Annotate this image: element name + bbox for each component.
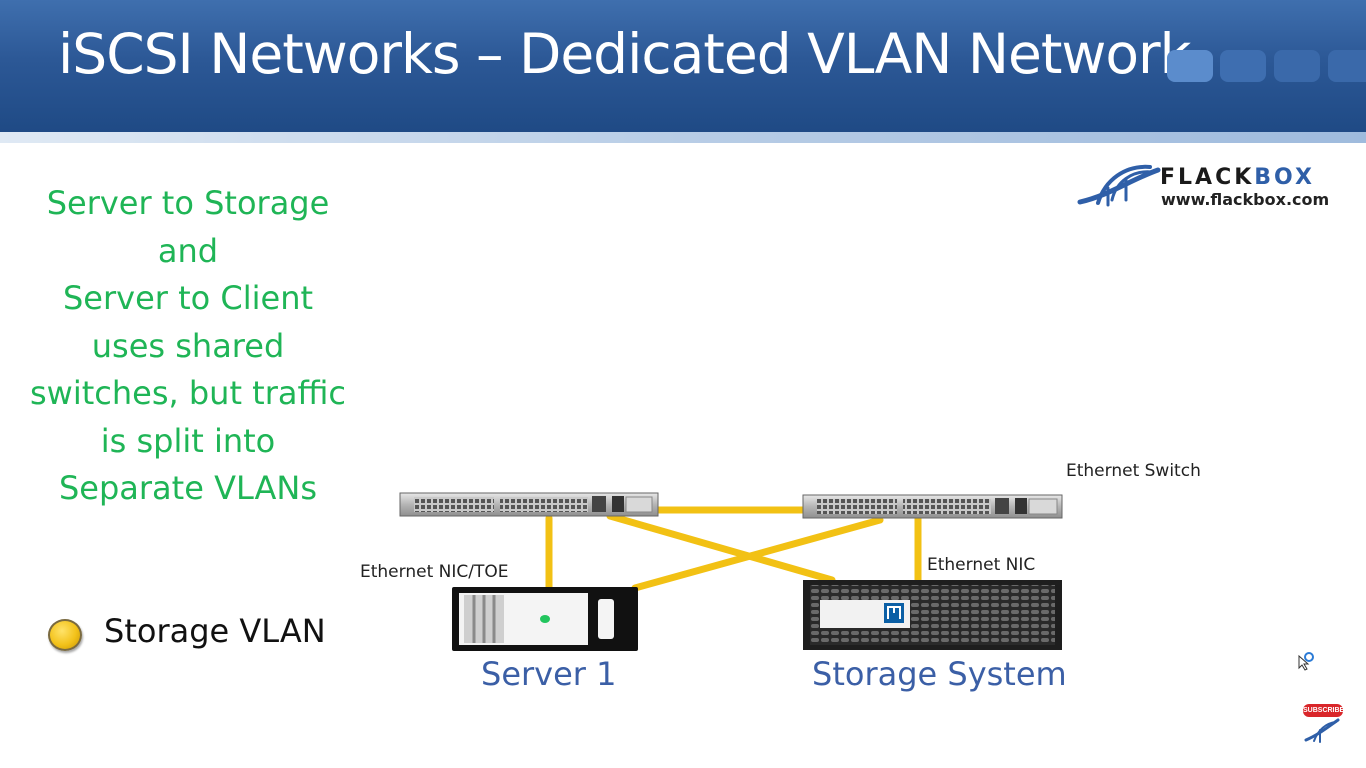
title-banner: iSCSI Networks – Dedicated VLAN Network (0, 0, 1366, 132)
subscribe-button[interactable]: SUBSCRIBE (1303, 704, 1344, 717)
logo-brand-part-1: FLACK (1160, 165, 1255, 190)
ethernet-switch-2 (802, 494, 1063, 519)
switch2-to-server-link (631, 516, 884, 592)
header-stripe (0, 132, 1366, 143)
slide-title: iSCSI Networks – Dedicated VLAN Network (58, 22, 1192, 86)
storage-nic-label: Ethernet NIC (927, 555, 1036, 575)
server-label: Server 1 (481, 655, 617, 693)
header-decoration-block (1274, 50, 1320, 82)
header-decoration-block (1167, 50, 1213, 82)
header-decoration-block (1328, 50, 1366, 82)
switch-label: Ethernet Switch (1066, 461, 1201, 481)
storage-device (803, 580, 1062, 650)
vlan-links (545, 506, 922, 594)
logo-brand-text: FLACKBOX (1160, 165, 1315, 190)
server-nic-label: Ethernet NIC/TOE (360, 562, 509, 582)
logo-url: www.flackbox.com (1161, 190, 1330, 209)
legend-swatch (48, 619, 82, 651)
header-decoration-block (1220, 50, 1266, 82)
logo-brand-part-2: BOX (1254, 165, 1315, 190)
storage-label: Storage System (812, 655, 1067, 693)
flackbox-logo-icon (1077, 164, 1161, 207)
channel-logo-icon (1304, 718, 1340, 743)
server-device (452, 587, 638, 651)
description-text: Server to Storage and Server to Client u… (29, 184, 346, 507)
legend-label: Storage VLAN (104, 612, 326, 650)
cursor-icon (1298, 652, 1314, 671)
ethernet-switch-1 (399, 492, 659, 517)
switch1-to-storage-link (606, 512, 836, 584)
